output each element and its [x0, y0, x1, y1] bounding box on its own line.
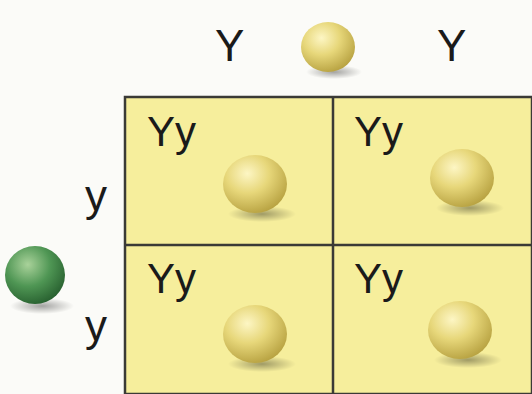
genotype-text: Yy: [334, 246, 403, 300]
genotype-text: Yy: [334, 99, 403, 153]
yellow-pea: [428, 301, 502, 368]
allele-label: Y: [215, 24, 244, 68]
punnett-cell: Yy: [127, 99, 332, 244]
grid-line: [125, 244, 532, 247]
yellow-pea: [223, 155, 296, 222]
grid-fill: [125, 97, 532, 394]
yellow-pea: [430, 149, 504, 216]
allele-label: y: [85, 304, 107, 348]
genotype-text: Yy: [127, 99, 196, 153]
punnett-cell: Yy: [334, 246, 531, 393]
genotype-text: Yy: [127, 246, 196, 300]
allele-label: y: [85, 174, 107, 218]
yellow-pea: [301, 22, 362, 79]
punnett-cell: Yy: [334, 99, 531, 244]
yellow-pea: [223, 305, 296, 372]
punnett-cell: Yy: [127, 246, 332, 393]
allele-label: Y: [437, 24, 466, 68]
green-pea: [5, 246, 74, 314]
